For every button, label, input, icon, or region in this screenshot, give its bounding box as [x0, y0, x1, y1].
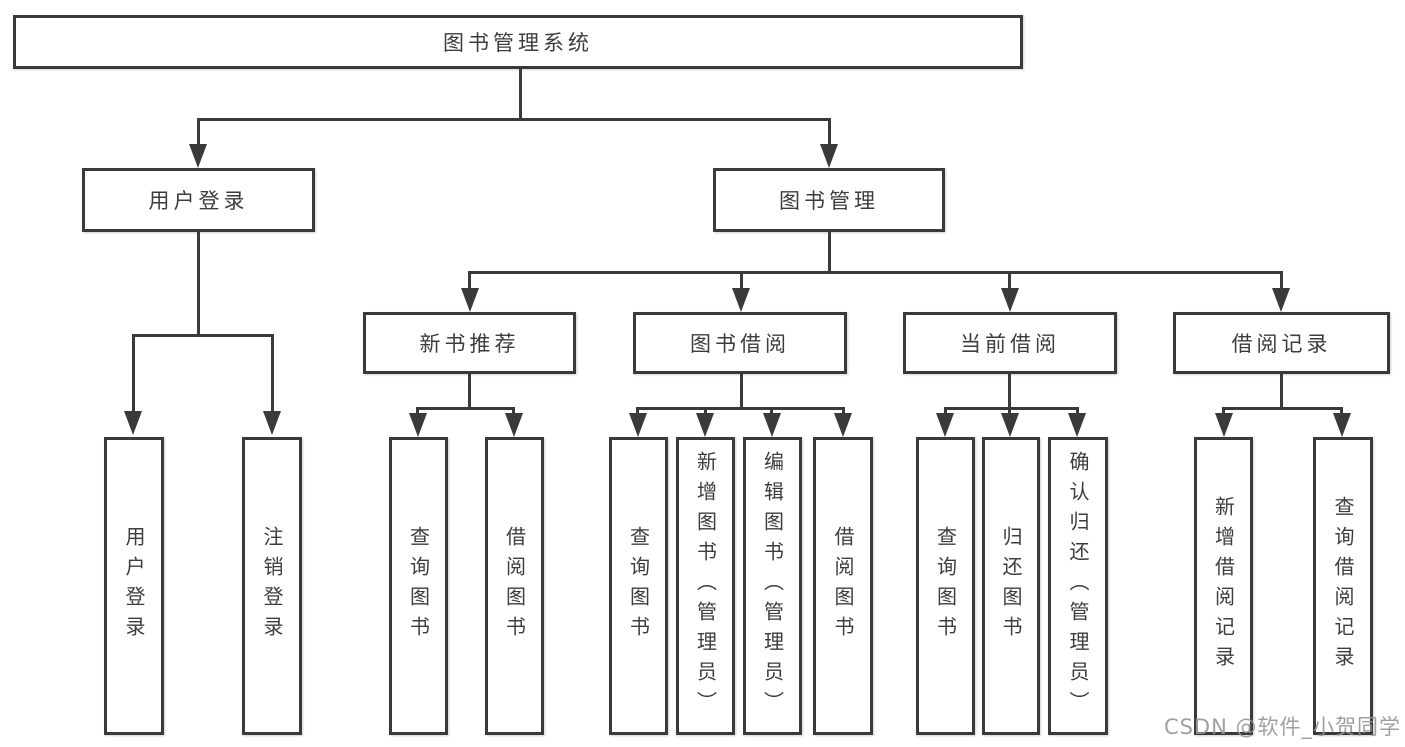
connector-vline	[828, 118, 831, 148]
connector-vline	[740, 271, 743, 292]
connector-vline	[1008, 407, 1011, 417]
connector-vline	[770, 407, 773, 417]
connector-vline	[271, 334, 274, 415]
node-borrowing-records: 借阅记录	[1173, 312, 1390, 374]
watermark: CSDN @软件_小贺同学	[1163, 715, 1401, 739]
arrow-down-icon	[1068, 413, 1086, 437]
node-current-borrowing: 当前借阅	[903, 312, 1117, 374]
leaf-return-books: 归还图书	[982, 437, 1040, 735]
arrow-down-icon	[1001, 413, 1019, 437]
connector-vline	[828, 230, 831, 273]
connector-hline	[197, 118, 831, 121]
leaf-add-books-admin: 新增图书（管理员）	[676, 437, 735, 735]
connector-vline	[704, 407, 707, 417]
leaf-query-books-current: 查询图书	[916, 437, 975, 735]
connector-vline	[416, 407, 419, 417]
node-book-borrowing: 图书借阅	[633, 312, 847, 374]
connector-vline	[468, 372, 471, 409]
arrow-down-icon	[732, 288, 750, 312]
arrow-down-icon	[461, 288, 479, 312]
arrow-down-icon	[1333, 413, 1351, 437]
connector-hline	[469, 271, 1283, 274]
leaf-borrow-books-recommend: 借阅图书	[485, 437, 544, 735]
arrow-down-icon	[1001, 288, 1019, 312]
connector-vline	[740, 372, 743, 409]
leaf-add-borrow-record: 新增借阅记录	[1194, 437, 1253, 735]
arrow-down-icon	[763, 413, 781, 437]
connector-vline	[944, 407, 947, 417]
connector-vline	[1008, 372, 1011, 409]
connector-vline	[842, 407, 845, 417]
arrow-down-icon	[263, 411, 281, 435]
connector-hline	[1222, 407, 1343, 410]
leaf-borrow-books: 借阅图书	[813, 437, 873, 735]
arrow-down-icon	[629, 413, 647, 437]
connector-vline	[1008, 271, 1011, 292]
leaf-query-books-recommend: 查询图书	[389, 437, 448, 735]
connector-vline	[197, 230, 200, 336]
arrow-down-icon	[124, 411, 142, 435]
connector-vline	[512, 407, 515, 417]
leaf-edit-books-admin: 编辑图书（管理员）	[743, 437, 802, 735]
connector-hline	[132, 334, 274, 337]
arrow-down-icon	[820, 144, 838, 168]
connector-hline	[636, 407, 845, 410]
connector-vline	[1280, 372, 1283, 409]
leaf-query-books-borrow: 查询图书	[609, 437, 668, 735]
connector-hline	[944, 407, 1079, 410]
leaf-confirm-return-admin: 确认归还（管理员）	[1048, 437, 1108, 735]
connector-vline	[197, 118, 200, 148]
arrow-down-icon	[1215, 413, 1233, 437]
leaf-query-borrow-record: 查询借阅记录	[1313, 437, 1373, 735]
connector-vline	[519, 66, 522, 120]
arrow-down-icon	[1272, 288, 1290, 312]
connector-vline	[132, 334, 135, 415]
arrow-down-icon	[696, 413, 714, 437]
connector-vline	[636, 407, 639, 417]
arrow-down-icon	[189, 144, 207, 168]
leaf-logout: 注销登录	[242, 437, 302, 735]
connector-vline	[1280, 271, 1283, 292]
node-new-book-recommendation: 新书推荐	[363, 312, 576, 374]
arrow-down-icon	[409, 413, 427, 437]
leaf-user-login: 用户登录	[104, 437, 164, 735]
connector-vline	[1340, 407, 1343, 417]
node-book-management: 图书管理	[713, 168, 945, 232]
arrow-down-icon	[834, 413, 852, 437]
connector-vline	[468, 271, 471, 292]
node-library-system: 图书管理系统	[13, 15, 1023, 69]
connector-vline	[1222, 407, 1225, 417]
node-user-login: 用户登录	[82, 168, 315, 232]
connector-vline	[1076, 407, 1079, 417]
arrow-down-icon	[936, 413, 954, 437]
connector-hline	[416, 407, 515, 410]
arrow-down-icon	[505, 413, 523, 437]
